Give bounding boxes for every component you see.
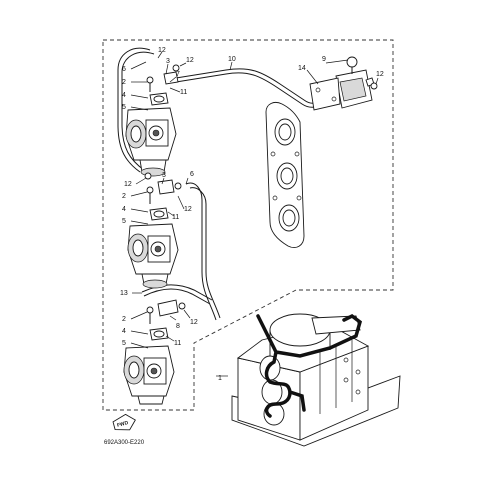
- callout-9: 9: [322, 56, 326, 63]
- callout-4: 4: [122, 92, 126, 99]
- callout-4: 4: [122, 328, 126, 335]
- callout-6: 6: [190, 171, 194, 178]
- engine-block: [231, 313, 401, 447]
- callout-5: 5: [122, 218, 126, 225]
- carburetor-middle: [127, 172, 182, 289]
- fuel-hose-6-upper: [117, 47, 151, 173]
- callout-12: 12: [186, 57, 194, 64]
- carburetor-bottom: [123, 299, 186, 405]
- callout-2: 2: [122, 193, 126, 200]
- callout-12: 12: [184, 206, 192, 213]
- fuel-pump-gasket-14: [309, 77, 341, 111]
- fuel-hose-10: [175, 68, 331, 104]
- callout-labels: 6 12 3 12 7 2 11 4 5 10 9 14 12 6 12 3 2…: [120, 47, 384, 382]
- callout-3: 3: [166, 58, 170, 65]
- callout-10: 10: [228, 56, 236, 63]
- callout-12: 12: [124, 181, 132, 188]
- fuel-hose-6-middle: [185, 182, 217, 321]
- intake-gasket: [265, 101, 305, 248]
- callout-2: 2: [122, 316, 126, 323]
- callout-12: 12: [190, 319, 198, 326]
- clip-12: [370, 82, 378, 90]
- drawing-code: 692A300-E220: [104, 440, 145, 446]
- callout-14: 14: [298, 65, 306, 72]
- callout-13: 13: [120, 290, 128, 297]
- callout-11: 11: [180, 89, 187, 96]
- fuel-hose-13: [141, 284, 213, 301]
- callout-12: 12: [376, 71, 384, 78]
- callout-3: 3: [162, 172, 166, 179]
- fuel-pump: [309, 56, 378, 111]
- callout-2: 2: [122, 79, 126, 86]
- carburetor-top: [125, 64, 180, 177]
- callout-11: 11: [174, 340, 181, 347]
- callout-6: 6: [122, 66, 126, 73]
- fwd-mark: FWD: [116, 420, 129, 429]
- callout-11: 11: [172, 214, 179, 221]
- callout-5: 5: [122, 104, 126, 111]
- callout-7: 7: [176, 71, 180, 78]
- callout-1: 1: [218, 375, 222, 382]
- leader-lines: [130, 51, 379, 377]
- callout-8: 8: [176, 323, 180, 330]
- callout-5: 5: [122, 340, 126, 347]
- callout-4: 4: [122, 206, 126, 213]
- forward-direction-icon: FWD: [112, 413, 136, 431]
- callout-12: 12: [158, 47, 166, 54]
- assembly-outline: [102, 39, 394, 411]
